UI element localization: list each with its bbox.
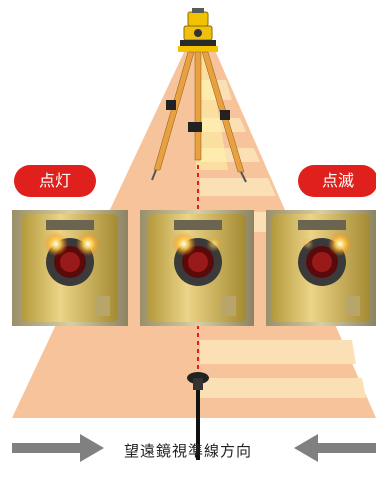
prism-pole-icon bbox=[187, 372, 209, 460]
direction-caption: 望遠鏡視準線方向 bbox=[123, 442, 252, 460]
photo-panel-center bbox=[140, 210, 254, 326]
photo-panel-right bbox=[266, 210, 376, 326]
photo-panel-left bbox=[12, 210, 128, 326]
total-station-icon bbox=[151, 8, 247, 183]
flash-badge: 点滅 bbox=[298, 165, 376, 197]
lit-badge: 点灯 bbox=[14, 165, 96, 197]
arrow-right-icon bbox=[12, 434, 104, 462]
arrow-left-icon bbox=[294, 434, 376, 462]
beam-highlight bbox=[196, 52, 228, 170]
